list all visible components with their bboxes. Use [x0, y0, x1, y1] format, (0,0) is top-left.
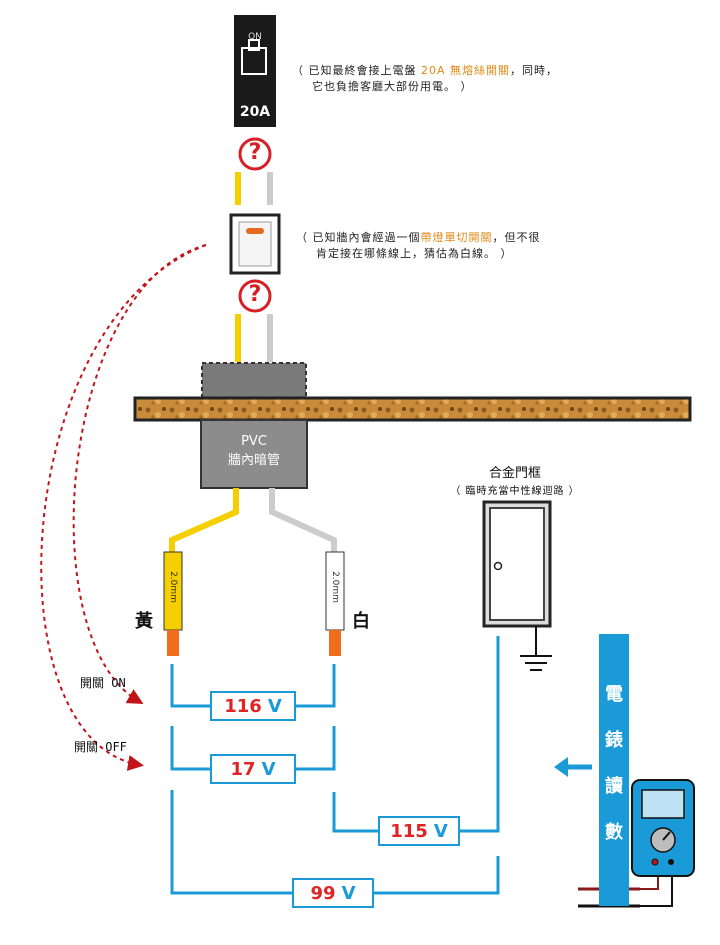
question-icon-lower — [238, 279, 272, 313]
breaker-toggle — [241, 47, 267, 75]
measurement-circuits — [170, 636, 500, 895]
white-wire-label: 白 — [352, 611, 370, 632]
meter-label-char: 電 — [605, 684, 623, 705]
yellow-gauge-label: 2.0mm — [168, 571, 178, 603]
door-knob-icon — [493, 561, 503, 571]
breaker — [234, 15, 276, 127]
junction-box — [201, 362, 307, 400]
switch-indicator-light — [246, 228, 264, 234]
breaker-rating: 20A — [239, 104, 271, 120]
white-wire-end — [325, 551, 345, 656]
white-gauge-label: 2.0mm — [330, 571, 340, 603]
wall-beam — [133, 396, 692, 422]
breaker-state-label: ON — [248, 32, 262, 42]
door-title: 合金門框 — [488, 466, 541, 481]
door-subtitle: （ 臨時充當中性線迴路 ） — [450, 486, 580, 497]
wires-upper — [235, 172, 273, 362]
switch-on-label: 開關 ON — [80, 676, 126, 690]
question-mark-upper: ? — [248, 140, 262, 165]
pvc-conduit-box — [200, 419, 308, 489]
switch-note: （ 已知牆內會經過一個帶燈單切開關，但不很 肯定接在哪條線上，猜估為白線。 ） — [296, 231, 541, 260]
ground-icon — [520, 626, 552, 671]
multimeter-icon — [578, 779, 695, 908]
wires-lower — [169, 488, 337, 554]
meter-reading-bar: 電 錶 讀 數 — [599, 634, 629, 906]
left-arrow-icon — [554, 757, 592, 777]
yellow-wire-label: 黃 — [135, 611, 153, 632]
yellow-wire-end — [163, 551, 183, 656]
door-frame — [482, 500, 552, 628]
question-icon-upper — [238, 137, 272, 171]
switch-dashed-arrows — [40, 244, 207, 771]
wall-switch — [229, 213, 281, 275]
switch-off-label: 開關 OFF — [74, 740, 127, 754]
meter-label-char: 錶 — [605, 730, 623, 751]
meter-label-char: 數 — [605, 822, 623, 843]
question-mark-lower: ? — [248, 282, 262, 307]
meter-label-char: 讀 — [605, 776, 623, 797]
conduit-label: PVC 牆內暗管 — [227, 434, 280, 468]
breaker-note: （ 已知最終會接上電盤 20A 無熔絲開關，同時， 它也負擔客廳大部份用電。 ） — [292, 64, 559, 93]
